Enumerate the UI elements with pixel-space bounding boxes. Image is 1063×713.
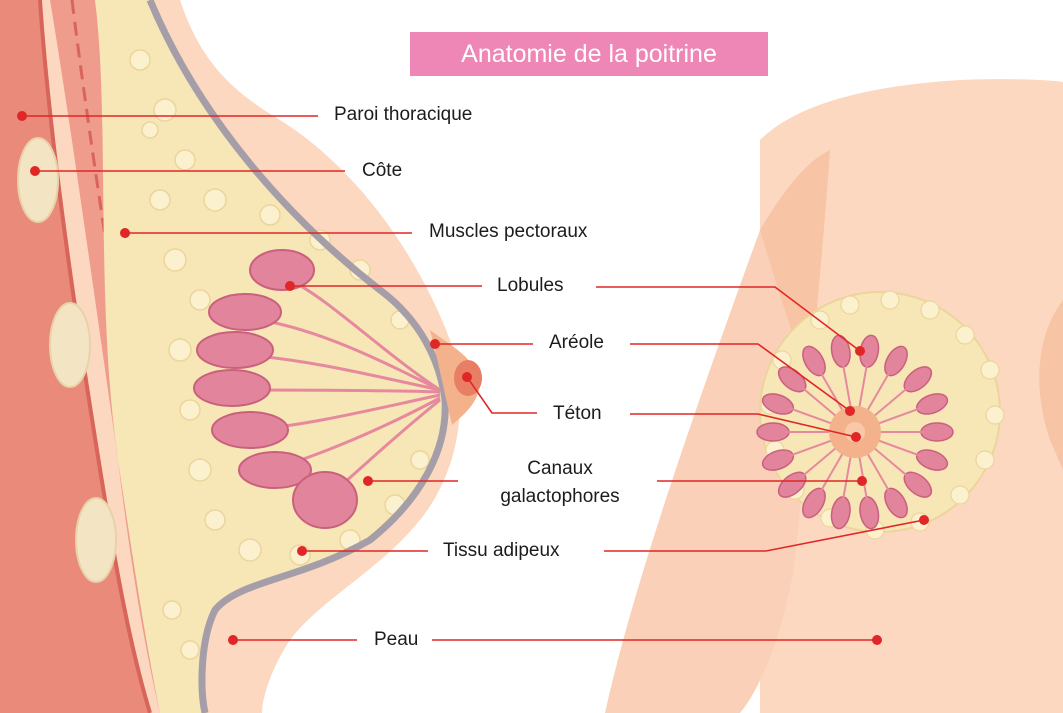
label-tissu-adipeux: Tissu adipeux [443,539,560,563]
label-areole: Aréole [549,331,604,355]
label-lobules: Lobules [497,274,564,298]
label-cote: Côte [362,159,402,183]
label-canaux-line2: galactophores [480,485,640,509]
label-teton: Téton [553,402,602,426]
label-muscles-pectoraux: Muscles pectoraux [429,220,587,244]
label-canaux-line1: Canaux [500,457,620,481]
front-lobule [757,423,789,441]
label-paroi-thoracique: Paroi thoracique [334,103,472,127]
label-peau: Peau [374,628,418,652]
front-lobule [921,423,953,441]
diagram-title: Anatomie de la poitrine [410,32,768,76]
